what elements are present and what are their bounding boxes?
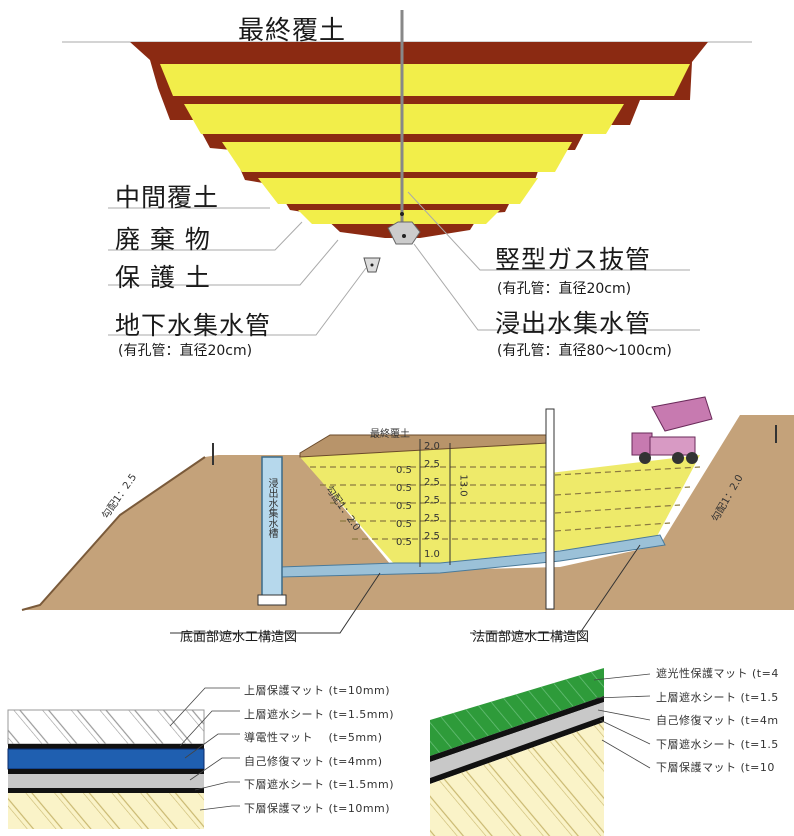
bottom-layer-4: 下層遮水シート (t=1.5mm) bbox=[244, 778, 395, 792]
landfill-section-drawing bbox=[21, 396, 794, 634]
waste-layer-1 bbox=[160, 64, 690, 96]
label-gas-pipe-note: (有孔管：直径20cm) bbox=[497, 281, 632, 297]
thickness-b-2: 0.5 bbox=[396, 501, 412, 512]
slope-liner-labels: 遮光性保護マット (t=4 上層遮水シート (t=1.5 自己修復マット (t=… bbox=[656, 662, 794, 780]
bottom-layer-0: 上層保護マット (t=10mm) bbox=[244, 684, 391, 697]
thickness-b-1: 0.5 bbox=[396, 483, 412, 494]
thickness-a-1: 2.5 bbox=[424, 459, 440, 470]
slope-layer-3: 下層遮水シート (t=1.5 bbox=[656, 737, 779, 751]
waste-layer-3 bbox=[222, 142, 572, 172]
waste-layer-5 bbox=[298, 210, 500, 224]
label-bottom-structure: 底面部遮水工構造図 bbox=[180, 630, 298, 645]
label-groundwater-pipe: 地下水集水管 bbox=[115, 311, 272, 340]
thickness-a-2: 2.5 bbox=[424, 477, 440, 488]
layer-lines bbox=[310, 466, 701, 540]
bottom-layer-3: 自己修復マット (t=4mm) bbox=[244, 754, 383, 768]
slope-layer-1: 上層遮水シート (t=1.5 bbox=[656, 690, 779, 704]
gas-pipe-vertical bbox=[545, 408, 555, 610]
label-final-cover: 最終覆土 bbox=[238, 16, 347, 46]
thickness-b-3: 0.5 bbox=[396, 519, 412, 530]
landfill-cross-section bbox=[62, 10, 752, 336]
gas-pipe-center bbox=[400, 212, 404, 216]
liner-conductive-mat bbox=[7, 748, 205, 770]
bottom-layer-1: 上層遮水シート (t=1.5mm) bbox=[244, 707, 395, 721]
leader-waste bbox=[108, 221, 303, 251]
bottom-liner bbox=[279, 534, 666, 578]
thickness-a-0: 2.0 bbox=[424, 441, 440, 452]
label-total-height: 13.0 bbox=[457, 474, 469, 497]
label-vertical-tank: 浸出水集水槽 bbox=[266, 478, 277, 538]
label-leachate-pipe: 浸出水集水管 bbox=[495, 309, 652, 338]
thickness-b-0: 0.5 bbox=[396, 465, 412, 476]
bottom-layer-2: 導電性マット (t=5mm) bbox=[244, 731, 383, 745]
label-intermediate-cover: 中間覆土 bbox=[115, 183, 220, 212]
slope-layer-2: 自己修復マット (t=4m bbox=[656, 714, 779, 728]
label-gas-pipe: 竪型ガス抜管 bbox=[495, 245, 652, 274]
liner-upper-sheet bbox=[8, 744, 204, 749]
waste-layer-2 bbox=[184, 104, 624, 134]
bottom-liner-labels: 上層保護マット (t=10mm) 上層遮水シート (t=1.5mm) 導電性マッ… bbox=[244, 679, 394, 821]
slope-layer-4: 下層保護マット (t=10 bbox=[656, 761, 775, 775]
leader-groundwater bbox=[108, 267, 367, 336]
thickness-a-4: 2.5 bbox=[424, 513, 440, 524]
thickness-a-3: 2.5 bbox=[424, 495, 440, 506]
dump-truck-icon bbox=[631, 396, 713, 464]
soil-body bbox=[22, 415, 794, 610]
leachate-pipe bbox=[387, 221, 421, 245]
leader-leachate bbox=[413, 243, 700, 331]
label-slope-structure: 法面部遮水工構造図 bbox=[472, 630, 590, 645]
bottom-layer-5: 下層保護マット (t=10mm) bbox=[244, 801, 391, 815]
label-groundwater-pipe-note: (有孔管：直径20cm) bbox=[118, 343, 253, 359]
leader-protective bbox=[108, 239, 339, 286]
slope-layer-0: 遮光性保護マット (t=4 bbox=[656, 667, 779, 680]
bottom-liner-detail bbox=[7, 687, 240, 829]
slope-liner-detail bbox=[430, 668, 651, 836]
liner-self-repair-mat bbox=[8, 774, 204, 788]
liner-lower-sheet bbox=[8, 788, 204, 793]
leachate-pipe-center bbox=[402, 234, 406, 238]
waste-layer-4 bbox=[258, 178, 538, 204]
thickness-b-4: 0.5 bbox=[396, 537, 412, 548]
thickness-a-6: 1.0 bbox=[424, 549, 440, 560]
label-protective-soil: 保 護 土 bbox=[115, 263, 211, 292]
thickness-column-b: 0.5 0.5 0.5 0.5 0.5 bbox=[396, 462, 412, 552]
leader-gas bbox=[407, 191, 690, 271]
thickness-a-5: 2.5 bbox=[424, 531, 440, 542]
label-waste: 廃 棄 物 bbox=[115, 225, 211, 254]
label-section-final-cover: 最終覆土 bbox=[370, 429, 410, 440]
label-leachate-pipe-note: (有孔管：直径80～100cm) bbox=[497, 343, 672, 359]
thickness-column-a: 2.0 2.5 2.5 2.5 2.5 2.5 1.0 bbox=[424, 438, 440, 564]
